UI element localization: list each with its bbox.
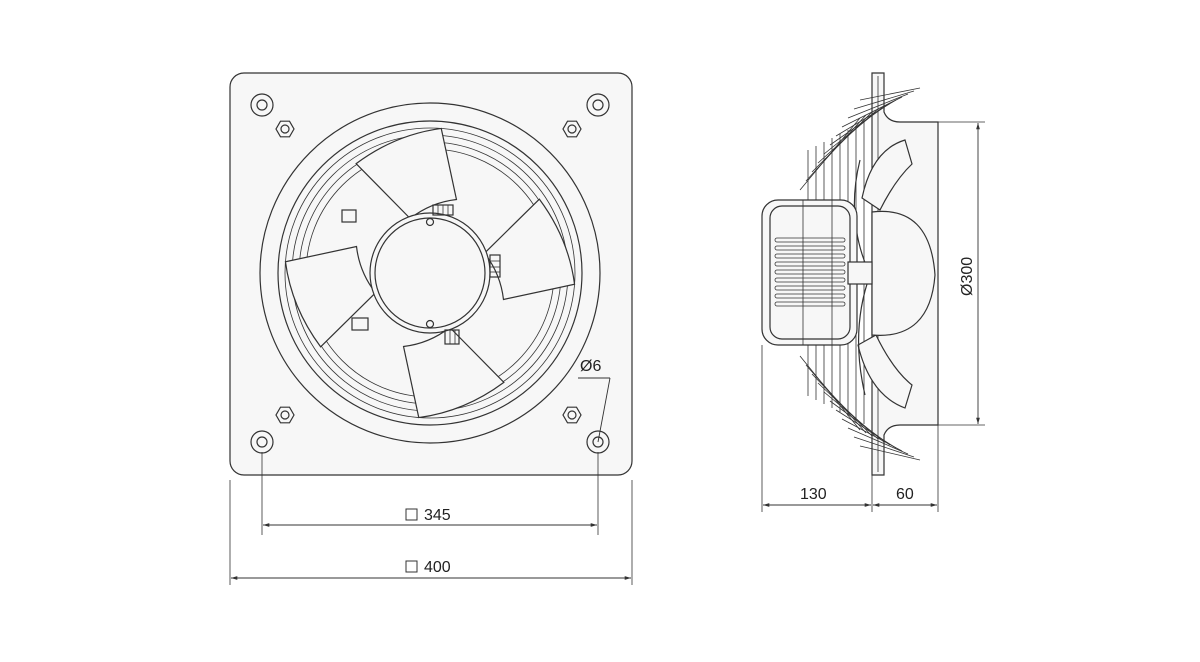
bolt-bottom-right [562,406,582,424]
cooling-fin [774,253,846,259]
guard-wire [847,93,909,119]
guard-wire [841,418,903,452]
guard-wire [811,111,873,173]
side-motor-body [761,199,858,346]
impeller-diameter-label: Ø300 [959,257,976,296]
guard-ring [284,127,576,419]
guard-bolts [275,120,582,424]
overall-width-label: 400 [424,559,451,576]
cooling-fin [774,245,846,251]
hub-screw-bottom [425,319,435,329]
guard-wire [859,87,921,101]
square-symbol [405,560,418,573]
guard-wire [853,90,915,110]
square-symbol [405,508,418,521]
hub-clamps [341,204,501,345]
motor-hub-outer [369,212,491,334]
guard-wire [835,409,897,449]
impeller-blades [284,127,576,419]
cooling-fin [774,301,846,307]
motor-shaft [847,261,873,285]
cooling-fin [774,261,846,267]
venturi-outer-ring [259,102,601,444]
guard-wire [859,445,921,461]
mounting-hole-top-right [586,93,610,117]
side-view [761,72,939,476]
side-dimensions: Ø300 130 60 [761,121,985,512]
front-view: Ø6 [229,72,633,476]
hole-diameter-label: Ø6 [580,358,601,375]
guard-wire [841,96,903,128]
cooling-fin [774,237,846,243]
bolt-spacing-label: 345 [424,507,451,524]
cooling-fin [774,277,846,283]
bolt-top-right [562,120,582,138]
side-impeller-hub [871,210,936,336]
flange-depth-label: 60 [896,486,914,503]
cooling-fin [774,285,846,291]
side-impeller-blade-bottom [857,334,913,409]
motor-depth-label: 130 [800,486,827,503]
impeller-blade [483,198,576,301]
mounting-hole-top-left [250,93,274,117]
side-impeller-blade-top [861,139,913,211]
guard-wire [853,436,915,458]
impeller-blade [355,127,458,220]
hub-screw-top [425,217,435,227]
guard-wire [835,99,897,137]
bolt-bottom-left [275,406,295,424]
bolt-top-left [275,120,295,138]
impeller-blade [284,245,377,348]
front-dimensions: 345 400 [229,452,633,585]
cooling-fin [774,269,846,275]
venturi-inner-ring [277,120,583,426]
impeller-blade [402,326,505,419]
motor-cooling-fins [774,237,846,307]
cooling-fin [774,293,846,299]
guard-wire [847,427,909,455]
hole-diameter-leader [597,377,611,443]
